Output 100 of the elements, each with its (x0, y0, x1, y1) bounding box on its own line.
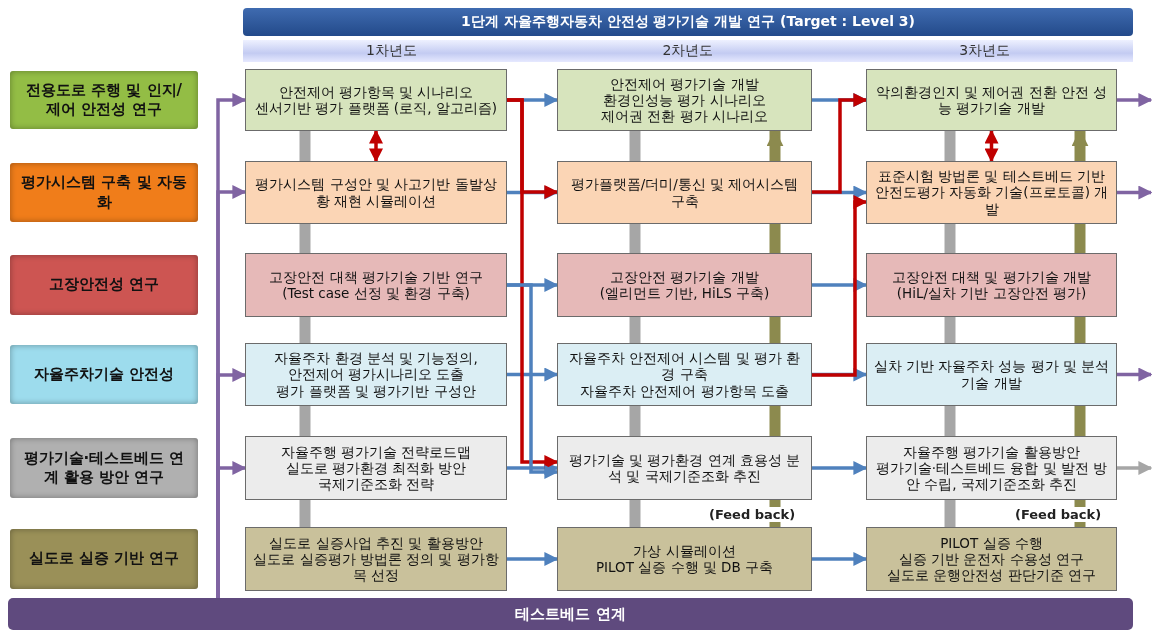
task-text: (HiL/실차 기반 고장안전 평가) (896, 285, 1087, 302)
task-box (557, 343, 812, 406)
task-box (557, 527, 812, 591)
task-text: 평가시스템 구성안 및 사고기반 돌발상황 재현 시뮬레이션 (254, 176, 498, 209)
connector-bar (769, 315, 781, 345)
area-name: 전용도로 주행 및 인지/ 제어 안전성 연구 (24, 80, 184, 120)
task-text: 안전제어 평가항목 및 시나리오 (278, 83, 474, 100)
connector-bar (1074, 222, 1086, 255)
task-box (245, 253, 507, 317)
arrow (812, 195, 868, 377)
year-label: 2차년도 (661, 42, 715, 60)
research-area-box (10, 438, 198, 498)
arrow (1117, 185, 1153, 200)
task-text: 실도로 실증평가 방법론 정의 및 평가항목 선정 (252, 550, 500, 584)
research-area-box (10, 71, 198, 129)
testbed-band (8, 598, 1133, 630)
task-box (866, 69, 1117, 131)
arrow (1117, 461, 1153, 475)
arrow (1117, 367, 1153, 382)
task-text: 센서기반 평가 플랫폼 (로직, 알고리즘) (255, 100, 497, 117)
phase-header-band (243, 8, 1133, 36)
connector-bar (1074, 404, 1086, 438)
task-text: 자율주행 평가기술 활용방안 (903, 443, 1080, 460)
task-text: 실도로 운행안전성 판단기준 연구 (887, 567, 1096, 584)
area-name: 자율주차기술 안전성 (33, 364, 175, 385)
research-area-box (10, 255, 198, 315)
arrow (1071, 129, 1089, 163)
task-box (557, 69, 812, 131)
task-text: 실도로 실증사업 추진 및 활용방안 (269, 534, 483, 551)
arrow (507, 367, 559, 382)
task-text: 자율주차 안전제어 평가항목 도출 (580, 382, 789, 399)
connector-bar (944, 222, 956, 255)
connector-bar (629, 404, 641, 438)
arrow (507, 552, 559, 566)
arrow (507, 283, 559, 479)
edge-label: (Feed back) (1013, 507, 1104, 522)
arrow (1117, 93, 1153, 107)
task-box (245, 527, 507, 591)
task-text: 고장안전 대책 및 평가기술 개발 (891, 268, 1092, 285)
connector-bar (299, 498, 311, 529)
task-text: 환경인성능 평가 시나리오 (603, 91, 766, 109)
arrow (812, 93, 868, 194)
connector-bar (769, 498, 781, 529)
task-text: 안전제어 평가시나리오 도출 (287, 366, 465, 383)
connector-bar (944, 315, 956, 345)
connector-bar (1074, 315, 1086, 345)
arrow (216, 461, 247, 598)
research-area-box (10, 163, 198, 222)
task-text: 제어권 전환 평가 시나리오 (601, 108, 768, 125)
task-text: 평가기술 및 평가환경 연계 효용성 분석 및 국제기준조화 추진 (567, 451, 802, 485)
area-name: 실도로 실증 기반 연구 (28, 549, 180, 569)
area-name: 평가시스템 구축 및 자동화 (20, 173, 188, 212)
task-box (866, 343, 1117, 406)
arrow (766, 129, 784, 163)
task-text: 평가기술·테스트베드 융합 및 발전 방안 수립, 국제기준조화 추진 (874, 459, 1109, 493)
arrow (812, 552, 868, 566)
task-text: 실도로 평가환경 최적화 방안 (285, 459, 467, 477)
task-text: 표준시험 방법론 및 테스트베드 기반 안전도평가 자동화 기술(프로토콜) 개발 (873, 168, 1110, 217)
task-text: 고장안전 대책 평가기술 기반 연구 (269, 268, 483, 285)
task-text: (Test case 선정 및 환경 구축) (282, 285, 470, 302)
task-text: 평가 플랫폼 및 평가기반 구성안 (276, 382, 476, 399)
phase-title: 1단계 자율주행자동차 안전성 평가기술 개발 연구 (Target : Level 3) (461, 13, 915, 31)
task-text: 국제기준조화 전략 (317, 476, 435, 493)
task-box (557, 161, 812, 224)
year-header-band (243, 40, 1133, 62)
task-text: 안전제어 평가기술 개발 (610, 75, 759, 92)
task-text: 자율주차 환경 분석 및 기능정의, (274, 350, 478, 367)
arrow (984, 129, 999, 163)
task-text: 악의환경인지 및 제어권 전환 안전 성능 평가기술 개발 (874, 83, 1109, 117)
task-text: PILOT 실증 수행 및 DB 구축 (595, 559, 774, 576)
connector-bar (299, 404, 311, 438)
year-label: 3차년도 (958, 42, 1012, 60)
connector-bar (629, 498, 641, 529)
connector-bar (299, 129, 311, 163)
arrow (369, 129, 383, 163)
research-area-box (10, 345, 198, 404)
edge-label: (Feed back) (707, 507, 798, 522)
research-area-box (10, 529, 198, 589)
task-box (866, 253, 1117, 317)
task-box (866, 161, 1117, 224)
connector-bar (629, 222, 641, 255)
task-text: 실증 기반 운전자 수용성 연구 (898, 550, 1085, 568)
task-text: PILOT 실증 수행 (940, 534, 1043, 551)
arrow (812, 461, 868, 475)
task-text: 고장안전 평가기술 개발 (610, 268, 759, 285)
connector-bar (299, 222, 311, 255)
connector-bar (769, 404, 781, 438)
task-box (866, 527, 1117, 591)
task-text: 자율주차 안전제어 시스템 및 평가 환경 구축 (567, 350, 802, 383)
task-box (866, 436, 1117, 500)
task-text: 자율주행 평가기술 전략로드맵 (280, 443, 472, 460)
task-box (557, 253, 812, 317)
task-box (245, 436, 507, 500)
task-box (245, 161, 507, 224)
task-text: 평가플랫폼/더미/통신 및 제어시스템 구축 (569, 176, 800, 209)
connector-bar (299, 315, 311, 345)
connector-bar (629, 129, 641, 163)
task-text: 가상 시뮬레이션 (633, 542, 736, 559)
connector-bar (629, 315, 641, 345)
connector-bar (769, 222, 781, 255)
